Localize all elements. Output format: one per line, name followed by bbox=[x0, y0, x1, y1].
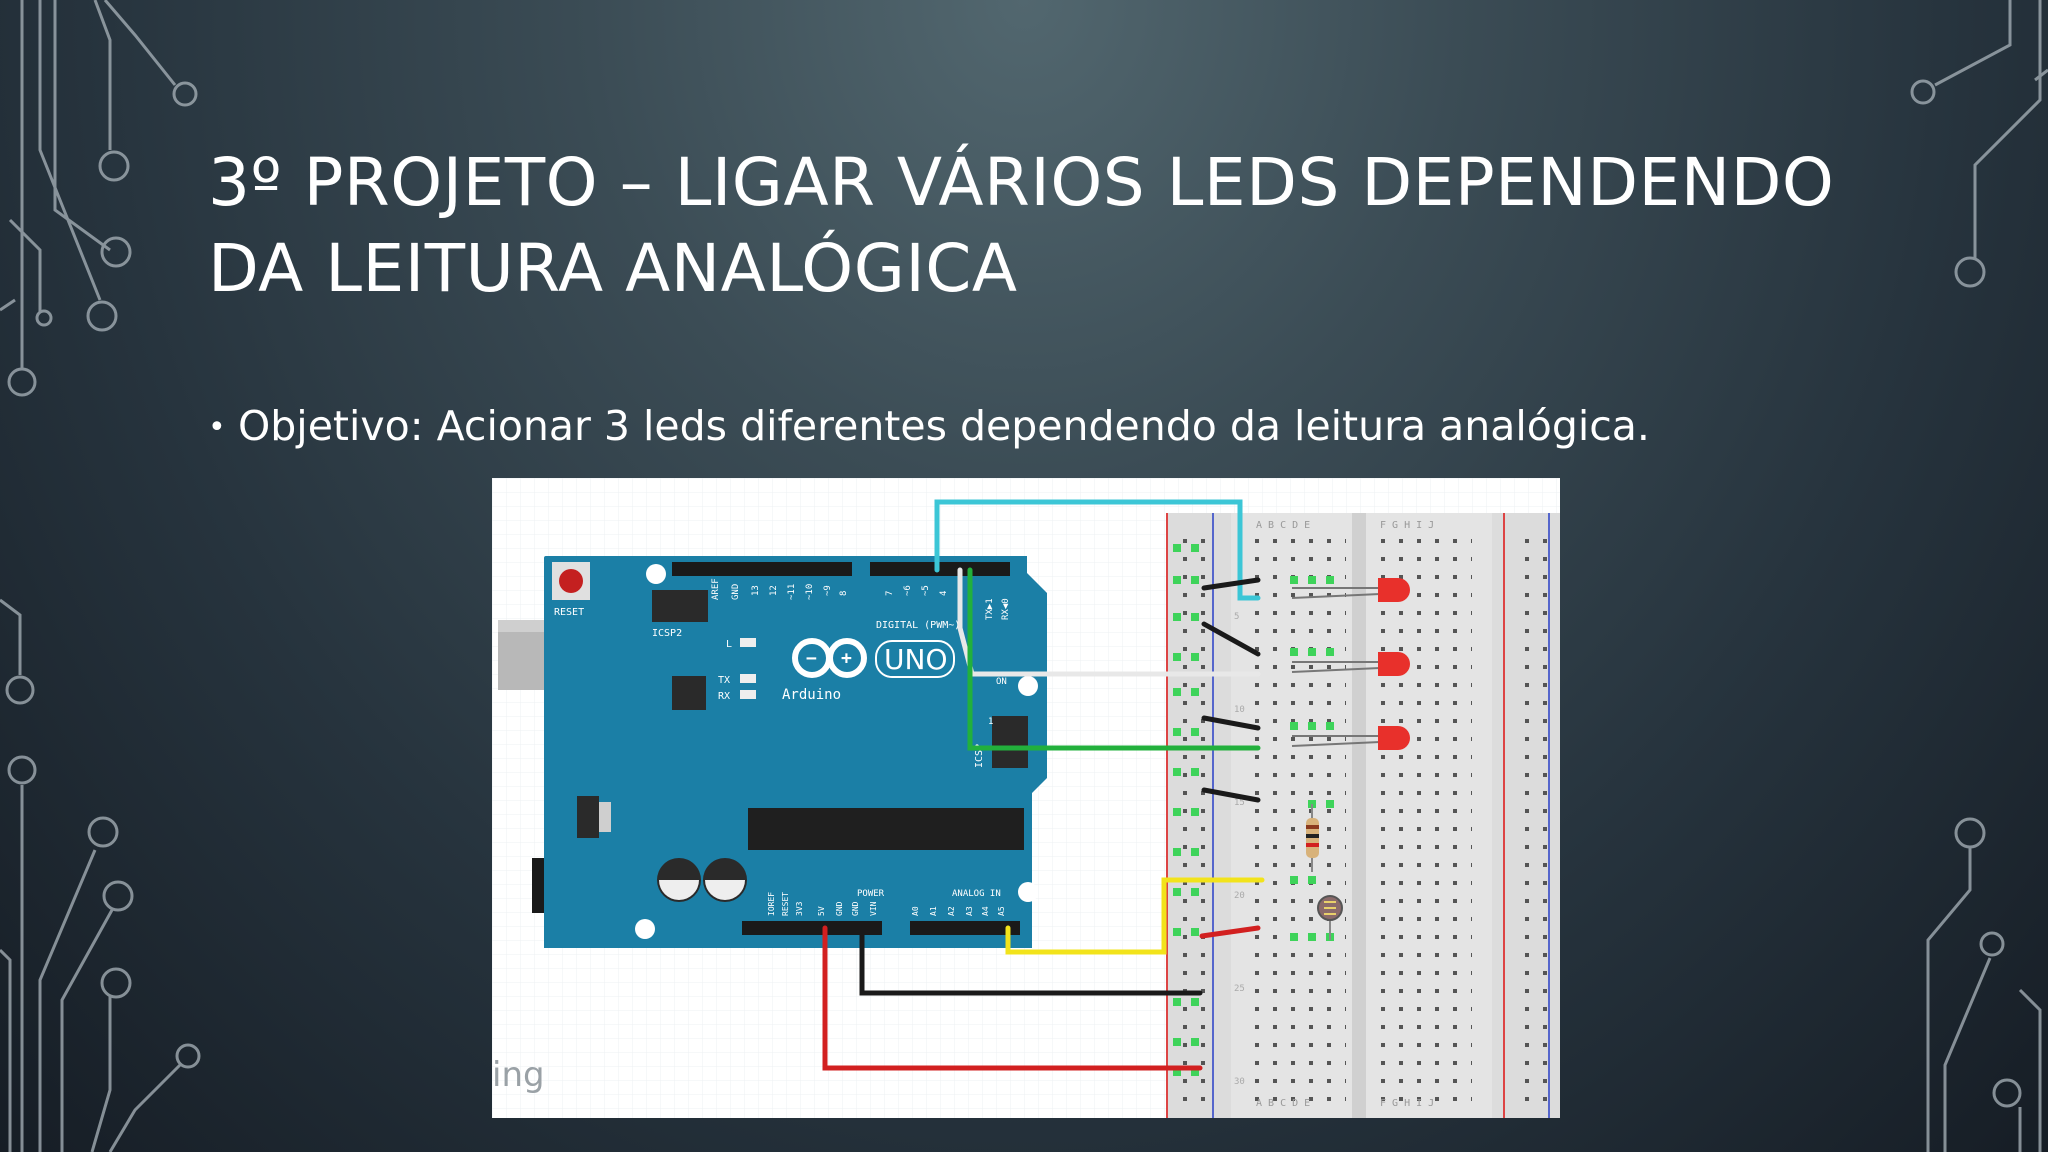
d6-label: ~6 bbox=[903, 585, 913, 596]
d12-label: 12 bbox=[769, 585, 779, 596]
gnd2-label: GND bbox=[835, 901, 844, 916]
wire-white bbox=[957, 567, 1261, 677]
on-label: ON bbox=[996, 677, 1007, 687]
gnd-top-label: GND bbox=[731, 584, 741, 600]
led-2 bbox=[1291, 652, 1410, 676]
objective-text: Objetivo: Acionar 3 leds diferentes depe… bbox=[238, 402, 1650, 450]
txd-label: TX▶1 bbox=[985, 598, 995, 620]
a5-label: A5 bbox=[997, 906, 1006, 916]
d8-label: 8 bbox=[839, 591, 849, 596]
wire-black-3 bbox=[1201, 715, 1261, 731]
bb-row-30: 30 bbox=[1234, 1077, 1245, 1087]
bb-cols-top-right: F G H I J bbox=[1380, 520, 1434, 531]
wire-green bbox=[967, 567, 1261, 751]
wire-black-2 bbox=[1201, 621, 1261, 657]
a0-label: A0 bbox=[911, 906, 920, 916]
d11-label: ~11 bbox=[787, 584, 797, 600]
wire-cyan bbox=[934, 499, 1261, 601]
a3-label: A3 bbox=[965, 906, 974, 916]
vin-label: VIN bbox=[869, 901, 878, 916]
photoresistor bbox=[1317, 895, 1343, 940]
5v-label: 5V bbox=[817, 906, 826, 916]
wire-black-4 bbox=[1201, 787, 1261, 803]
bb-row-25: 25 bbox=[1234, 984, 1245, 994]
bullet-icon: • bbox=[208, 410, 226, 445]
d10-label: ~10 bbox=[805, 584, 815, 600]
led-l-label: L bbox=[726, 639, 732, 650]
arduino-brand-label: Arduino bbox=[782, 687, 841, 703]
resistor bbox=[1306, 804, 1319, 872]
breadboard: A B C D E F G H I J A B C D E F G H I J … bbox=[1166, 513, 1560, 1118]
d7-label: 7 bbox=[885, 591, 895, 596]
digital-label: DIGITAL (PWM~) bbox=[876, 620, 960, 631]
icsp-label: ICSP bbox=[974, 744, 985, 768]
bb-cols-bottom-left: A B C D E bbox=[1256, 1098, 1310, 1109]
bb-row-20: 20 bbox=[1234, 891, 1245, 901]
wire-black-1 bbox=[1201, 577, 1261, 591]
d9-label: ~9 bbox=[823, 585, 833, 596]
slide-title: 3º PROJETO – LIGAR VÁRIOS LEDS DEPENDEND… bbox=[208, 140, 1858, 312]
wire-yellow bbox=[1005, 877, 1265, 955]
svg-text:−: − bbox=[806, 648, 817, 669]
led-1 bbox=[1291, 578, 1410, 602]
reset-label: RESET bbox=[554, 607, 584, 618]
wires bbox=[822, 499, 1265, 1071]
a2-label: A2 bbox=[947, 906, 956, 916]
bb-row-15: 15 bbox=[1234, 798, 1245, 808]
wire-black-gnd bbox=[859, 925, 1203, 996]
slide-title-line-1: 3º PROJETO – LIGAR VÁRIOS LEDS DEPENDEND… bbox=[208, 144, 1835, 221]
icsp2-label: ICSP2 bbox=[652, 628, 682, 639]
circuit-diagram: A B C D E F G H I J A B C D E F G H I J … bbox=[492, 478, 1560, 1118]
d4-label: 4 bbox=[939, 591, 949, 596]
fritzing-watermark: ing bbox=[492, 1055, 545, 1095]
wire-red-jumper bbox=[1199, 925, 1261, 939]
bb-cols-bottom-right: F G H I J bbox=[1380, 1098, 1434, 1109]
analog-in-label: ANALOG IN bbox=[952, 889, 1001, 899]
uno-label: UNO bbox=[884, 643, 947, 676]
rxd-label: RX◀0 bbox=[1001, 598, 1011, 620]
ioref-label: IOREF bbox=[767, 892, 776, 916]
3v3-label: 3V3 bbox=[795, 901, 804, 916]
a1-label: A1 bbox=[929, 906, 938, 916]
icsp-one-label: 1 bbox=[988, 717, 993, 727]
tx-label: TX bbox=[718, 675, 730, 686]
d5-label: ~5 bbox=[921, 585, 931, 596]
a4-label: A4 bbox=[981, 906, 990, 916]
objective-bullet: • Objetivo: Acionar 3 leds diferentes dep… bbox=[208, 398, 1858, 456]
wire-red-5v bbox=[822, 925, 1203, 1071]
power-label: POWER bbox=[857, 889, 885, 899]
bb-row-10: 10 bbox=[1234, 705, 1245, 715]
arduino-board: RESET ICSP2 DIGITAL (PWM~) AREF GND 13 1… bbox=[498, 556, 1047, 948]
d13-label: 13 bbox=[751, 585, 761, 596]
led-3 bbox=[1291, 726, 1410, 750]
reset-pin-label: RESET bbox=[781, 892, 790, 916]
svg-text:+: + bbox=[841, 648, 852, 669]
rx-label: RX bbox=[718, 691, 730, 702]
bb-row-5: 5 bbox=[1234, 612, 1239, 622]
bb-cols-top-left: A B C D E bbox=[1256, 520, 1310, 531]
arduino-logo bbox=[792, 638, 867, 678]
aref-label: AREF bbox=[711, 578, 721, 600]
gnd3-label: GND bbox=[851, 901, 860, 916]
slide-title-line-2: DA LEITURA ANALÓGICA bbox=[208, 230, 1018, 307]
